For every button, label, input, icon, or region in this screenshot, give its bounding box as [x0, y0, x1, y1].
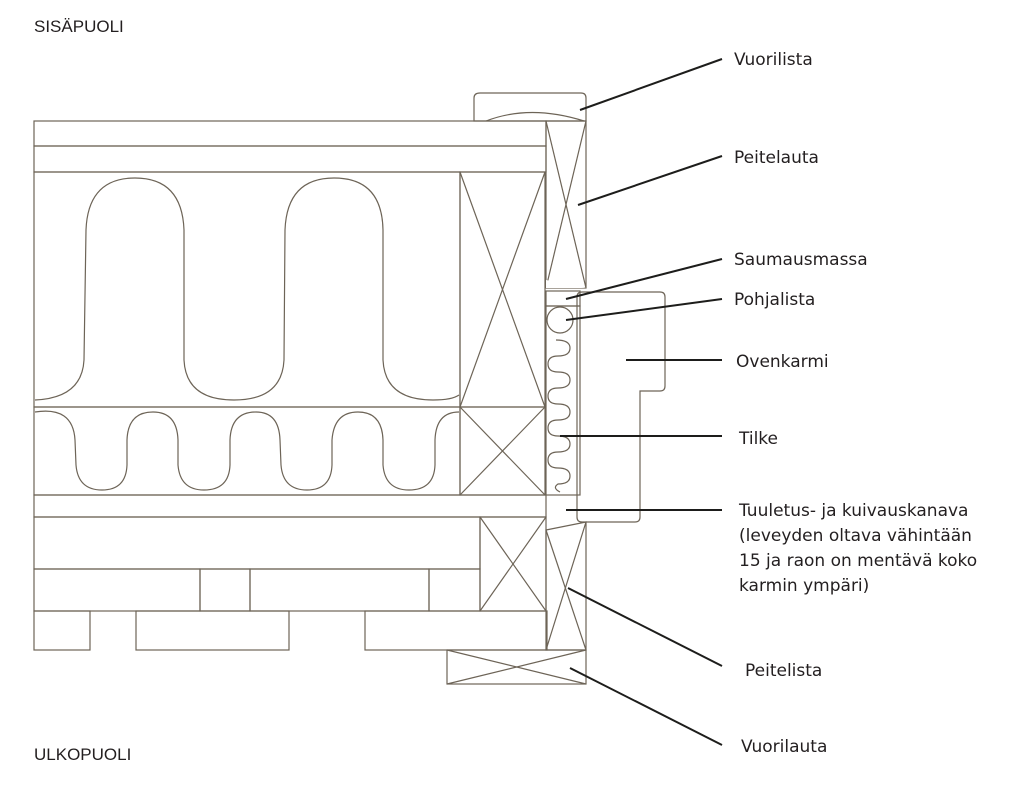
label-tuuletus-line: 15 ja raon on mentävä koko: [739, 551, 977, 571]
leader-peitelista: [567, 587, 723, 667]
leader-peitelauta: [577, 155, 723, 206]
spacer: [199, 568, 251, 612]
saumausmassa-part: [545, 290, 581, 307]
ventilation-channel: [33, 494, 547, 518]
ovenkarmi-part: [576, 291, 666, 523]
leader-saumausmassa: [565, 258, 723, 300]
leader-vuorilauta: [569, 667, 723, 746]
leader-pohjalista: [565, 298, 723, 321]
label-ovenkarmi: Ovenkarmi: [736, 352, 829, 372]
tilke-part: [545, 305, 581, 496]
label-pohjalista: Pohjalista: [734, 290, 815, 310]
label-tuuletus-line: Tuuletus- ja kuivauskanava: [738, 501, 968, 521]
outside-label: ULKOPUOLI: [34, 745, 131, 764]
inside-label: SISÄPUOLI: [34, 17, 124, 36]
spacer: [428, 568, 481, 612]
peitelista-part: [545, 521, 587, 651]
leader-lines: [560, 58, 723, 746]
label-peitelista: Peitelista: [745, 661, 822, 681]
vuorilauta-part: [446, 649, 587, 685]
exterior-layers: [33, 516, 548, 651]
peitelauta-part: [545, 120, 587, 289]
stud: [459, 171, 546, 496]
label-saumausmassa: Saumausmassa: [734, 250, 868, 270]
label-tuuletus-line: karmin ympäri): [739, 576, 869, 596]
label-vuorilista: Vuorilista: [734, 50, 813, 70]
vuorilista-part: [473, 92, 587, 122]
interior-boards: [33, 120, 547, 173]
label-peitelauta: Peitelauta: [734, 148, 819, 168]
label-tuuletus: Tuuletus- ja kuivauskanava (leveyden olt…: [738, 501, 977, 596]
insulation-layer: [33, 171, 461, 496]
leader-vuorilista: [579, 58, 723, 111]
label-tilke: Tilke: [738, 429, 778, 449]
label-tuuletus-line: (leveyden oltava vähintään: [739, 526, 972, 546]
label-vuorilauta: Vuorilauta: [741, 737, 827, 757]
